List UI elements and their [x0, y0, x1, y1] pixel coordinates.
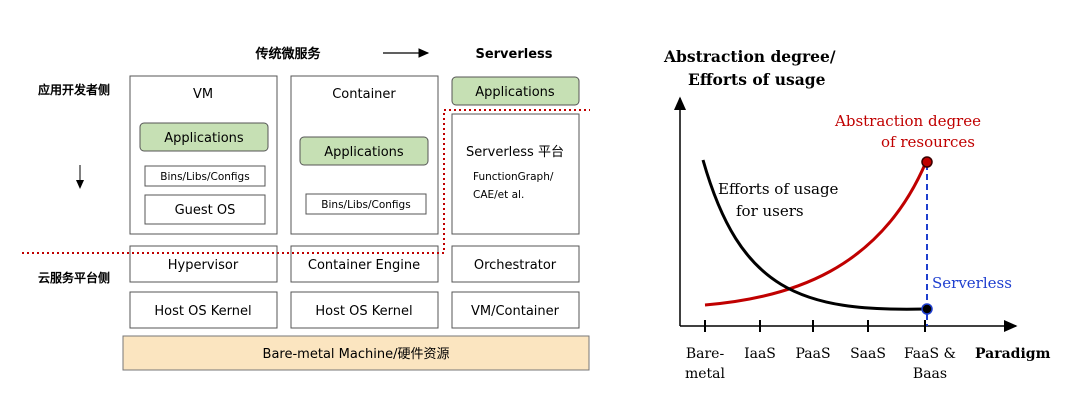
- vm-hypervisor-label: Hypervisor: [168, 258, 239, 273]
- x-tick-label-bare-metal: Bare-: [686, 346, 725, 362]
- stack-comparison-diagram: 传统微服务 Serverless 应用开发者侧 云服务平台侧 VM Applic…: [22, 46, 590, 371]
- vm-container-label: VM/Container: [471, 304, 560, 319]
- x-tick-label-paas: PaaS: [795, 346, 830, 362]
- x-tick-label-iaas: IaaS: [744, 346, 776, 362]
- vm-applications-label: Applications: [164, 131, 244, 146]
- orchestrator-label: Orchestrator: [474, 258, 557, 273]
- vm-bins-box: [144, 165, 266, 187]
- container-bins-label: Bins/Libs/Configs: [321, 199, 410, 211]
- efforts-label-line2: for users: [736, 202, 804, 220]
- serverless-platform-line3: CAE/et al.: [473, 189, 524, 201]
- efforts-endpoint: [921, 303, 933, 315]
- bare-metal-label: Bare-metal Machine/硬件资源: [263, 347, 450, 362]
- x-tick-label-bare-metal-2: metal: [685, 366, 726, 382]
- container-host-kernel-box: [290, 291, 439, 329]
- container-engine-label: Container Engine: [308, 258, 420, 273]
- vm-host-kernel-box: [129, 291, 278, 329]
- vm-title: VM: [193, 87, 213, 102]
- serverless-applications-label: Applications: [475, 85, 555, 100]
- container-title: Container: [332, 87, 396, 102]
- orchestrator-box: [451, 245, 580, 283]
- serverless-platform-label: Serverless 平台: [466, 145, 564, 160]
- vm-bins-label: Bins/Libs/Configs: [160, 171, 249, 183]
- abstraction-label-line2: of resources: [881, 133, 975, 151]
- vm-guest-os-label: Guest OS: [175, 203, 236, 218]
- container-applications-box: [299, 136, 429, 166]
- chart-ylabel-line1: Abstraction degree/: [663, 47, 836, 66]
- efforts-curve: [701, 159, 927, 311]
- abstraction-curve: [704, 161, 928, 307]
- serverless-applications-box: [451, 76, 580, 106]
- role-label-cloud: 云服务平台侧: [38, 270, 110, 285]
- vm-guest-os-box: [144, 194, 266, 225]
- x-tick-label-faas: FaaS &: [904, 346, 956, 362]
- vm-applications-box: [139, 122, 269, 152]
- container-bins-box: [305, 193, 427, 215]
- bare-metal-box: [122, 335, 590, 371]
- x-axis-label: Paradigm: [975, 346, 1051, 362]
- abstraction-label-line1: Abstraction degree: [834, 112, 981, 130]
- container-applications-label: Applications: [324, 145, 404, 160]
- responsibility-boundary-line: [22, 109, 590, 254]
- chart-ylabel-line2: Efforts of usage: [688, 70, 826, 89]
- serverless-marker-label: Serverless: [932, 274, 1012, 292]
- header-serverless: Serverless: [475, 47, 552, 62]
- container-host-kernel-label: Host OS Kernel: [315, 304, 412, 319]
- abstraction-endpoint: [921, 156, 933, 168]
- vm-container-box: [451, 291, 580, 329]
- x-tick-label-faas-2: Baas: [913, 366, 947, 382]
- vm-host-kernel-label: Host OS Kernel: [154, 304, 251, 319]
- abstraction-chart: Abstraction degree/ Efforts of usage Bar…: [663, 47, 1051, 382]
- serverless-platform-line2: FunctionGraph/: [473, 171, 554, 183]
- serverless-platform-box: [451, 113, 580, 235]
- efforts-label-line1: Efforts of usage: [718, 180, 839, 198]
- x-tick-label-saas: SaaS: [850, 346, 886, 362]
- role-label-developer: 应用开发者侧: [38, 82, 110, 97]
- header-traditional-microservices: 传统微服务: [254, 46, 321, 62]
